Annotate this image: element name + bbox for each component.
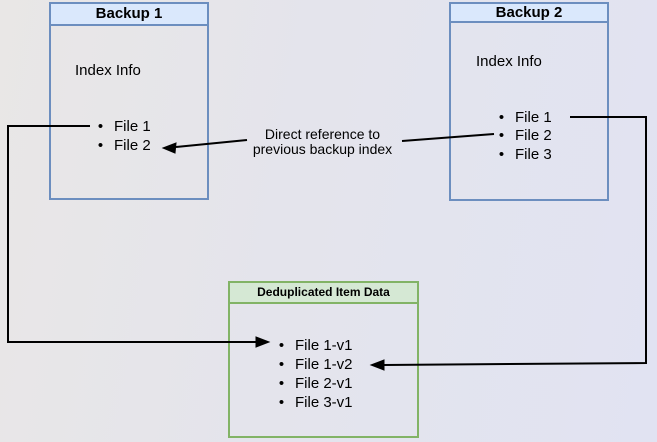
- file-label: File 1-v1: [295, 337, 353, 354]
- list-item: • File 2-v1: [276, 374, 353, 393]
- file-label: File 3: [515, 145, 552, 163]
- file-label: File 1: [515, 108, 552, 126]
- file-label: File 3-v1: [295, 394, 353, 411]
- bullet-icon: •: [278, 375, 285, 392]
- bullet-icon: •: [278, 356, 285, 373]
- list-item: • File 2: [496, 127, 552, 146]
- backup2-file-list: • File 1 • File 2 • File 3: [496, 108, 552, 164]
- annotation-line2: previous backup index: [252, 140, 393, 157]
- backup1-title: Backup 1: [51, 4, 207, 26]
- bullet-icon: •: [278, 337, 285, 354]
- bullet-icon: •: [498, 108, 505, 126]
- dedup-file-list: • File 1-v1 • File 1-v2 • File 2-v1 • Fi…: [276, 336, 353, 412]
- backup1-index-info-label: Index Info: [75, 62, 141, 79]
- list-item: • File 3: [496, 145, 552, 164]
- dedup-title: Deduplicated Item Data: [230, 283, 417, 304]
- backup1-box: Backup 1: [49, 2, 209, 200]
- backup2-index-info-label: Index Info: [476, 53, 542, 70]
- backup1-file-list: • File 1 • File 2: [95, 117, 151, 155]
- direct-reference-annotation: Direct reference to previous backup inde…: [232, 127, 413, 156]
- list-item: • File 1-v2: [276, 355, 353, 374]
- backup2-title: Backup 2: [451, 4, 607, 23]
- bullet-icon: •: [97, 137, 104, 154]
- bullet-icon: •: [278, 394, 285, 411]
- file-label: File 1-v2: [295, 356, 353, 373]
- list-item: • File 1: [95, 117, 151, 136]
- backup2-box: Backup 2: [449, 2, 609, 201]
- list-item: • File 3-v1: [276, 393, 353, 412]
- bullet-icon: •: [498, 145, 505, 163]
- bullet-icon: •: [498, 127, 505, 145]
- dedup-box: Deduplicated Item Data: [228, 281, 419, 438]
- annotation-line1: Direct reference to: [264, 126, 381, 142]
- list-item: • File 2: [95, 136, 151, 155]
- list-item: • File 1-v1: [276, 336, 353, 355]
- bullet-icon: •: [97, 118, 104, 135]
- file-label: File 1: [114, 118, 151, 135]
- file-label: File 2-v1: [295, 375, 353, 392]
- file-label: File 2: [114, 137, 151, 154]
- list-item: • File 1: [496, 108, 552, 127]
- file-label: File 2: [515, 127, 552, 145]
